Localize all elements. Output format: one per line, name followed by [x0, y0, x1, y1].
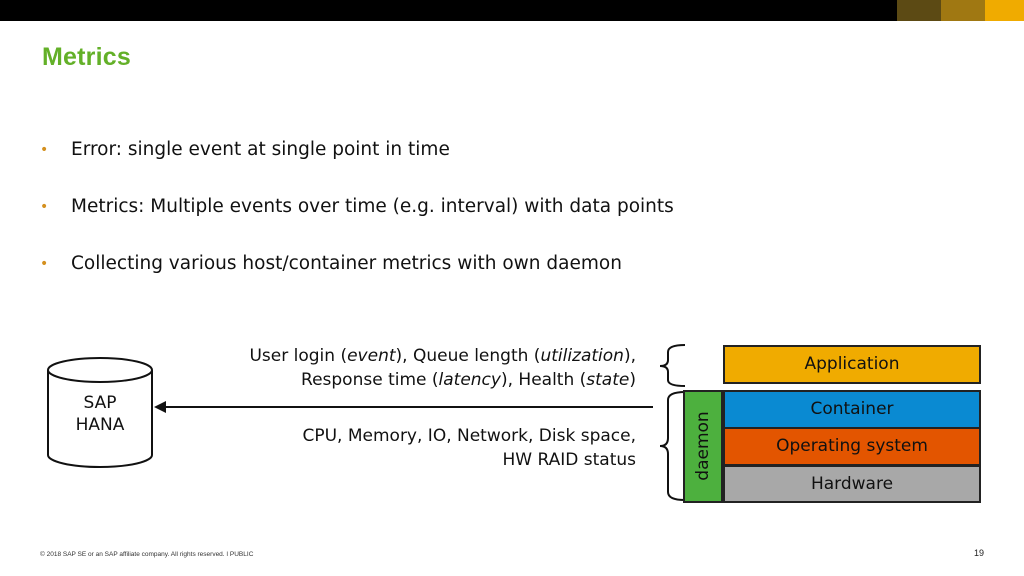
text-utilization: utilization	[540, 346, 624, 366]
brand-square-light	[985, 0, 1024, 21]
text-user-login: User login (	[249, 346, 348, 366]
stack-layer-label: Container	[810, 399, 894, 419]
text-health: ), Health (	[500, 369, 587, 390]
database-name-line1: SAP	[83, 393, 117, 413]
daemon-label: daemon	[693, 411, 713, 481]
stack-layer-application: Application	[723, 345, 981, 384]
database-cylinder-icon	[47, 357, 153, 468]
host-metrics-note: CPU, Memory, IO, Network, Disk space, HW…	[302, 425, 636, 472]
daemon-bar	[683, 390, 723, 503]
page-number: 19	[973, 548, 984, 558]
database-label: SAP HANA	[48, 392, 152, 436]
host-brace-icon	[659, 391, 686, 501]
application-metrics-line2: Response time (latency), Health (state)	[249, 369, 636, 393]
stack-layer-container: Container	[723, 390, 981, 429]
stack-layer-label: Application	[804, 354, 900, 374]
text-health-close: )	[629, 369, 636, 390]
brand-square-mid	[941, 0, 985, 21]
bullet-item: • Collecting various host/container metri…	[40, 251, 674, 308]
database-name-line2: HANA	[75, 415, 125, 435]
application-metrics-line1: User login (event), Queue length (utiliz…	[249, 345, 636, 369]
bullet-dot-icon: •	[40, 199, 49, 215]
text-latency: latency	[438, 369, 501, 390]
text-queue-length: ), Queue length (	[395, 346, 541, 366]
top-bar	[0, 0, 1024, 21]
text-event: event	[347, 346, 396, 366]
bullet-text: Error: single event at single point in t…	[71, 139, 450, 160]
bullet-text: Collecting various host/container metric…	[71, 253, 622, 274]
application-metrics-note: User login (event), Queue length (utiliz…	[249, 345, 636, 392]
brand-square-dark	[897, 0, 941, 21]
stack-layer-label: Operating system	[776, 436, 928, 456]
bullet-item: • Error: single event at single point in …	[40, 137, 674, 194]
text-response-time: Response time (	[301, 369, 439, 390]
host-metrics-line2: HW RAID status	[502, 449, 637, 470]
text-utilization-close: ),	[623, 346, 636, 366]
text-state: state	[586, 369, 630, 390]
stack-layer-hardware: Hardware	[723, 465, 981, 503]
application-brace-icon	[659, 344, 686, 387]
host-metrics-line1: CPU, Memory, IO, Network, Disk space,	[302, 426, 636, 446]
stack-layer-operating-system: Operating system	[723, 427, 981, 466]
bullet-dot-icon: •	[40, 256, 49, 272]
stack-layer-label: Hardware	[810, 474, 894, 494]
bullet-text: Metrics: Multiple events over time (e.g.…	[71, 196, 674, 217]
bullet-list: • Error: single event at single point in …	[40, 137, 674, 308]
data-flow-arrow	[154, 401, 653, 413]
bullet-dot-icon: •	[40, 142, 49, 158]
slide-title: Metrics	[42, 43, 131, 71]
bullet-item: • Metrics: Multiple events over time (e.g…	[40, 194, 674, 251]
footer-copyright: © 2018 SAP SE or an SAP affiliate compan…	[40, 551, 254, 558]
